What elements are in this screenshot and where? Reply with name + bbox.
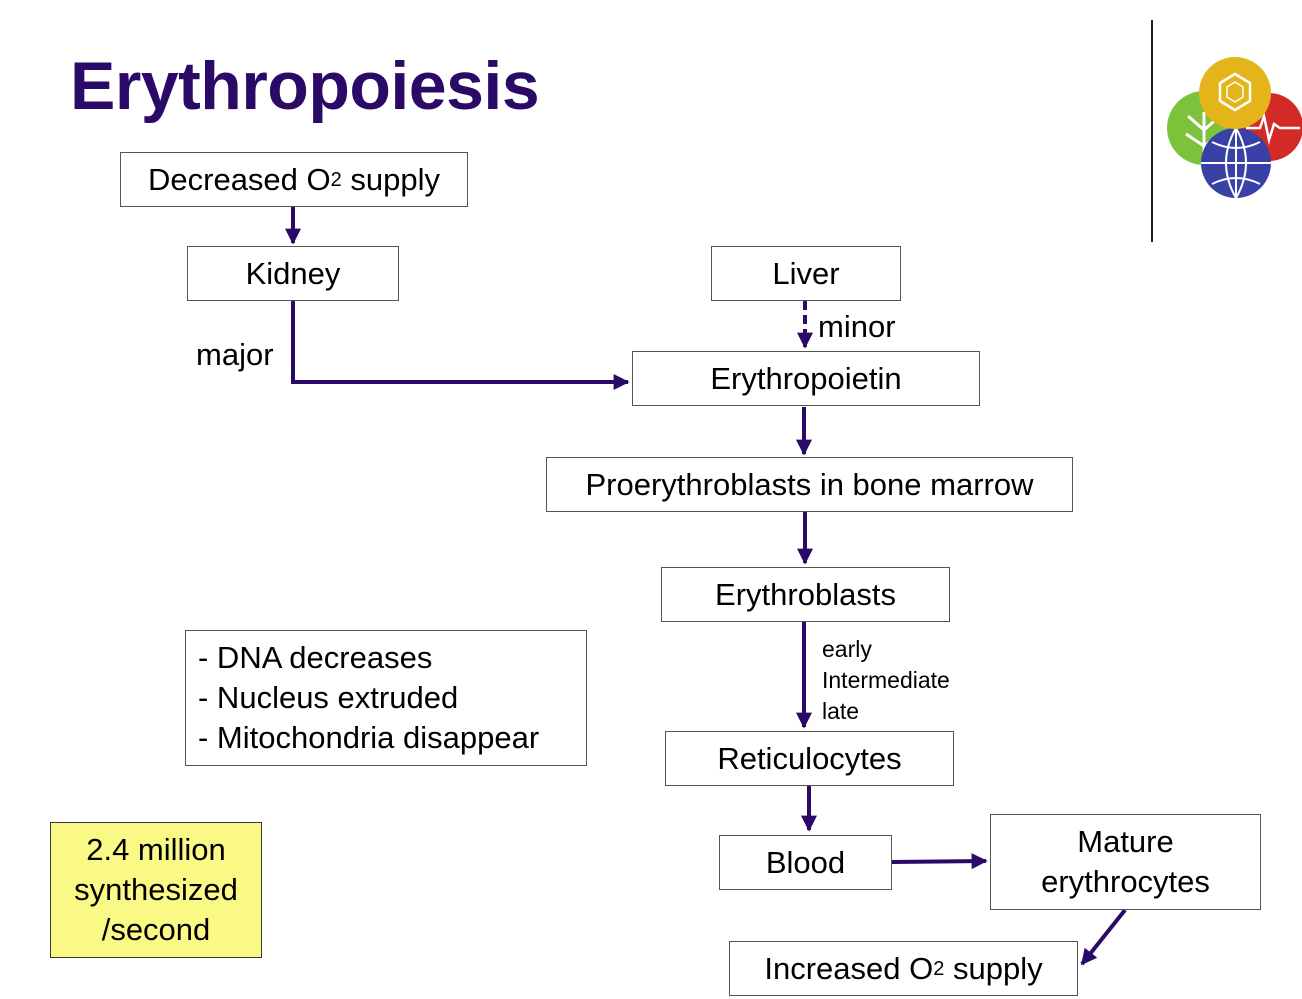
blood-box: Blood — [719, 835, 892, 890]
arrow-blood-to-mature — [891, 853, 988, 870]
change-item-3: - Mitochondria disappear — [198, 719, 540, 755]
proerythroblasts-box: Proerythroblasts in bone marrow — [546, 457, 1073, 512]
decreased-o2-suffix: supply — [341, 161, 440, 197]
rate-line-3: /second — [101, 911, 211, 947]
change-item-1: - DNA decreases — [198, 640, 433, 676]
mature-line-2: erythrocytes — [1041, 864, 1210, 899]
mature-erythrocytes-box: Mature erythrocytes — [990, 814, 1261, 910]
stage-intermediate: Intermediate — [822, 667, 950, 693]
synthesis-rate-box: 2.4 million synthesized /second — [50, 822, 262, 958]
change-item-2: - Nucleus extruded — [198, 680, 459, 716]
liver-box: Liver — [711, 246, 901, 301]
rate-line-1: 2.4 million — [86, 832, 226, 868]
minor-label: minor — [818, 309, 896, 344]
maturation-stages: early Intermediate late — [822, 634, 950, 727]
cell-changes-box: - DNA decreases - Nucleus extruded - Mit… — [185, 630, 587, 766]
major-label: major — [196, 337, 274, 372]
reticulocytes-box: Reticulocytes — [665, 731, 954, 786]
mature-line-1: Mature — [1077, 824, 1174, 860]
rate-line-2: synthesized — [74, 872, 238, 908]
arrow-mature-to-increased-o2 — [1080, 908, 1127, 966]
increased-o2-suffix: supply — [944, 950, 1043, 986]
increased-o2-prefix: Increased O — [764, 950, 934, 986]
header-divider — [1151, 20, 1153, 242]
decreased-o2-prefix: Decreased O — [148, 161, 331, 197]
logo-yellow-circle — [1199, 57, 1271, 129]
kidney-box: Kidney — [187, 246, 399, 301]
four-circles-logo-icon — [1167, 57, 1302, 199]
stage-early: early — [822, 636, 872, 662]
erythropoietin-box: Erythropoietin — [632, 351, 980, 406]
stage-late: late — [822, 698, 860, 724]
page-title: Erythropoiesis — [70, 48, 540, 124]
arrow-kidney-to-epo — [291, 301, 630, 390]
erythroblasts-box: Erythroblasts — [661, 567, 950, 622]
